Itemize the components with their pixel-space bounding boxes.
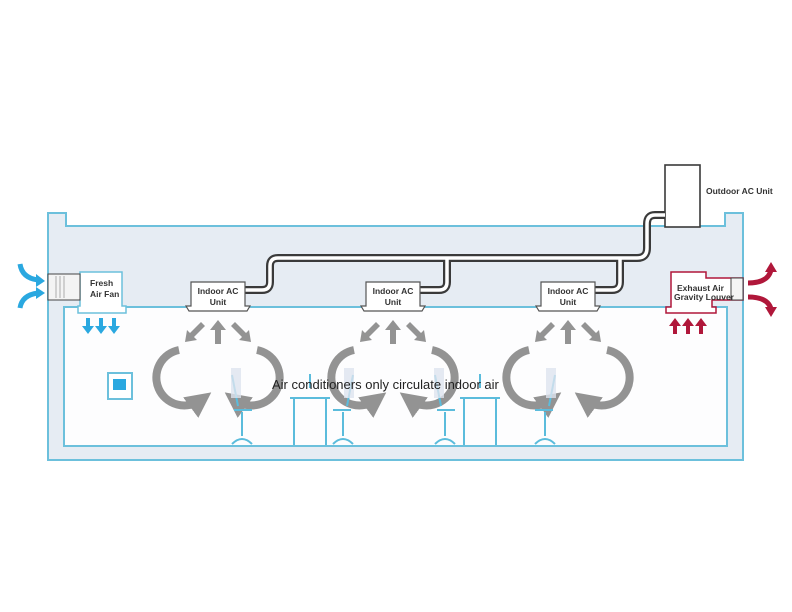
circulation-arc-right bbox=[574, 346, 634, 418]
exhaust-label-1: Exhaust Air bbox=[677, 283, 725, 293]
thermostat-frame bbox=[107, 372, 133, 400]
up-arrow bbox=[560, 320, 576, 344]
circulation-arc-left bbox=[502, 346, 562, 418]
down-left-arrow bbox=[360, 322, 380, 342]
down-right-arrow bbox=[231, 322, 251, 342]
exhaust-intake-arrows bbox=[669, 318, 707, 334]
exhaust-up-arrow-1 bbox=[669, 318, 681, 334]
exhaust-air-louver: Exhaust Air Gravity Louver bbox=[665, 271, 744, 314]
office-furniture bbox=[231, 368, 556, 445]
indoor-ac-housing bbox=[534, 281, 602, 312]
indoor-ac-label-1: Indoor AC bbox=[548, 286, 589, 296]
down-left-arrow bbox=[535, 322, 555, 342]
indoor-ac-label-2: Unit bbox=[385, 297, 402, 307]
indoor-ac-label-2: Unit bbox=[210, 297, 227, 307]
fresh-air-fan-housing bbox=[77, 271, 127, 314]
office-desk bbox=[290, 374, 330, 445]
air-circulation-arrows bbox=[152, 320, 634, 418]
supply-arrow-3 bbox=[108, 318, 120, 334]
indoor-ac-label-2: Unit bbox=[560, 297, 577, 307]
outdoor-ac-box bbox=[664, 164, 701, 228]
exhaust-louver-housing bbox=[665, 271, 744, 314]
intake-arrow-lower bbox=[17, 290, 39, 309]
indoor-ac-label-1: Indoor AC bbox=[373, 286, 414, 296]
exhaust-out-arrows bbox=[747, 262, 777, 317]
circulation-arc-left bbox=[327, 346, 387, 418]
up-arrow bbox=[210, 320, 226, 344]
vent-arrows bbox=[185, 320, 251, 344]
exhaust-up-arrow-3 bbox=[695, 318, 707, 334]
thermostat-display bbox=[113, 379, 126, 390]
office-chair bbox=[231, 368, 253, 445]
vent-arrows bbox=[535, 320, 601, 344]
exhaust-label-2: Gravity Louver bbox=[674, 292, 735, 302]
office-chair bbox=[534, 368, 556, 445]
up-arrow bbox=[385, 320, 401, 344]
outdoor-ac-label: Outdoor AC Unit bbox=[706, 186, 773, 196]
diagram-caption: Air conditioners only circulate indoor a… bbox=[272, 377, 500, 392]
thermostat bbox=[107, 372, 133, 400]
supply-arrow-2 bbox=[95, 318, 107, 334]
indoor-ac-housing bbox=[359, 281, 427, 312]
office-chair bbox=[332, 368, 354, 445]
fresh-air-supply-arrows bbox=[82, 318, 120, 334]
fresh-air-intake-arrows bbox=[17, 263, 45, 309]
fresh-air-fan: Fresh Air Fan bbox=[47, 271, 127, 314]
intake-arrow-upper bbox=[17, 263, 39, 283]
refrigerant-piping bbox=[245, 211, 665, 294]
outdoor-ac-unit: Outdoor AC Unit bbox=[664, 164, 773, 228]
office-chair bbox=[434, 368, 456, 445]
exhaust-out-arrow-upper bbox=[747, 269, 774, 286]
vent-arrows bbox=[360, 320, 426, 344]
office-desk bbox=[460, 374, 500, 445]
circulation-arc-right bbox=[399, 346, 459, 418]
circulation-arc-right bbox=[224, 346, 284, 418]
indoor-ac-label-1: Indoor AC bbox=[198, 286, 239, 296]
circulation-arc-left bbox=[152, 346, 212, 418]
supply-arrow-1 bbox=[82, 318, 94, 334]
down-right-arrow bbox=[406, 322, 426, 342]
down-left-arrow bbox=[185, 322, 205, 342]
exhaust-up-arrow-2 bbox=[682, 318, 694, 334]
down-right-arrow bbox=[581, 322, 601, 342]
fresh-air-fan-label-1: Fresh bbox=[90, 278, 113, 288]
fresh-air-fan-label-2: Air Fan bbox=[90, 289, 119, 299]
indoor-ac-housing bbox=[184, 281, 252, 312]
exhaust-grille bbox=[730, 277, 744, 301]
